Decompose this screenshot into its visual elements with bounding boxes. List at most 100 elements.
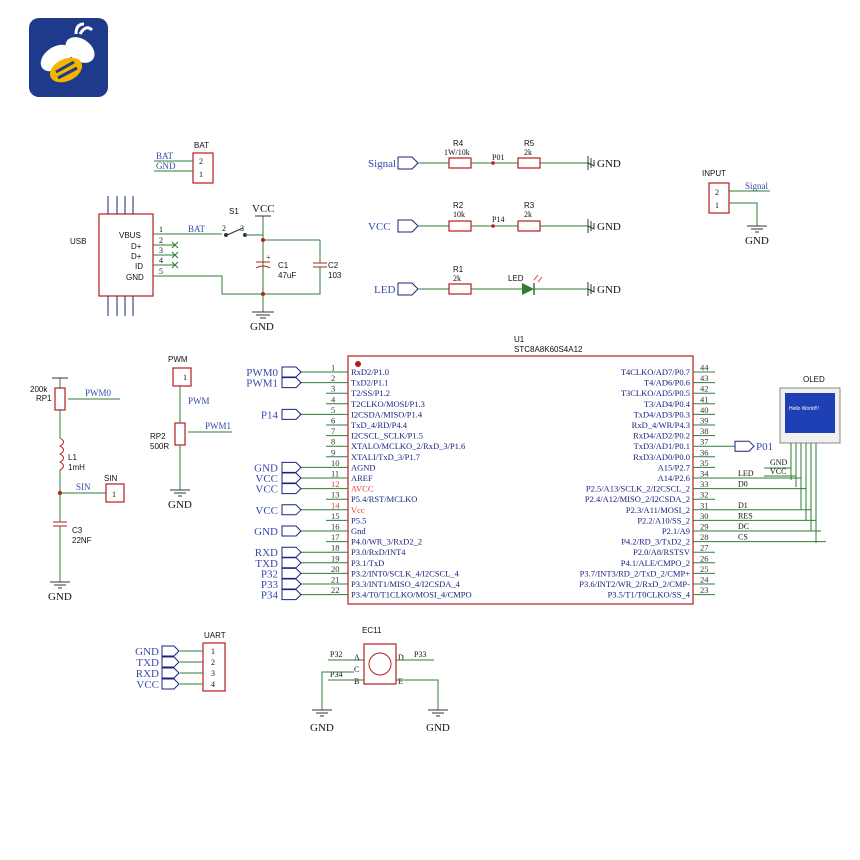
mcu-net-label: CS [738, 533, 748, 542]
sin-pin: 1 [112, 490, 116, 499]
mcu-pin-label: P5.5 [351, 515, 366, 525]
mcu-pin-label: AVCC [351, 484, 374, 494]
mcu-pin-label: RxD3/AD0/P0.0 [633, 452, 690, 462]
mcu-pin-label: P3.7/INT3/RD_2/TxD_2/CMP+ [580, 568, 691, 578]
pwm-ref: PWM [168, 355, 188, 364]
mcu-pin-label: P3.2/INT0/SCLK_4/I2CSCL_4 [351, 568, 460, 578]
mcu-pin-label: P5.4/RST/MCLKO [351, 494, 417, 504]
mcu-net-label: P32 [261, 568, 278, 580]
rp1-net: PWM0 [85, 388, 112, 398]
mcu-pin-label: RxD_4/WR/P4.3 [632, 420, 690, 430]
gnd-label-input: GND [745, 235, 769, 247]
r5-value: 2k [524, 148, 532, 157]
mcu-pin-number: 37 [700, 437, 709, 447]
mcu-pin-number: 31 [700, 500, 709, 510]
mcu-pin-number: 33 [700, 479, 709, 489]
r4-ref: R4 [453, 139, 464, 148]
r2-value: 10k [453, 210, 465, 219]
mcu-net-label: P14 [261, 409, 279, 421]
input-net: Signal [745, 181, 769, 191]
uart-net-label: VCC [136, 679, 159, 691]
gnd-label-chain1: GND [597, 158, 621, 170]
mcu-pin-number: 16 [331, 522, 340, 532]
mcu-net-label: D1 [738, 501, 748, 510]
r3-value: 2k [524, 210, 532, 219]
ec11-pin-b: B [354, 677, 359, 686]
rp2-value: 500R [150, 442, 169, 451]
mcu-pin-label: TxD3/AD1/P0.1 [634, 441, 690, 451]
c3-value: 22NF [72, 536, 92, 545]
s1-pin-2: 2 [222, 224, 226, 233]
mcu-pin-label: P2.3/A11/MOSI_2 [626, 505, 690, 515]
input-pin-2: 2 [715, 188, 719, 197]
mcu-pin-label: A15/P2.7 [658, 462, 690, 472]
oled-net-vcc: VCC [770, 467, 786, 476]
uart-net-label: RXD [136, 668, 159, 680]
mcu-pin-label: AGND [351, 462, 376, 472]
c1-plus: + [266, 253, 271, 262]
ec11-net-p34: P34 [330, 670, 342, 679]
bat-net-gnd: GND [156, 161, 176, 171]
mcu-pin-number: 9 [331, 447, 335, 457]
c2-value: 103 [328, 271, 342, 280]
mcu-net-label: RXD [255, 547, 278, 559]
mcu-pin-label: P3.6/INT2/WR_2/RxD_2/CMP- [579, 579, 690, 589]
bee-logo-icon [29, 18, 108, 97]
mcu-net-label: GND [254, 462, 278, 474]
usb-pin-num-1: 1 [159, 225, 163, 234]
mcu-pin-label: T3/AD4/P0.4 [644, 399, 691, 409]
net-port-icon [161, 656, 180, 668]
sin-connector: SIN 1 [104, 474, 125, 503]
mcu-pin-number: 34 [700, 469, 709, 479]
usb-pin-num-5: 5 [159, 267, 163, 276]
mcu-pin-number: 26 [700, 553, 709, 563]
net-port-icon [281, 472, 302, 484]
mcu-pin-label: P4.0/WR_3/RxD2_2 [351, 537, 422, 547]
mcu-pin-label: I2CSCL_SCLK/P1.5 [351, 431, 423, 441]
uart-net-label: TXD [136, 657, 159, 669]
mcu-pin-number: 11 [331, 469, 339, 479]
net-port-icon [281, 589, 302, 601]
oled-screen-text: Hello World!!! [789, 406, 819, 412]
mcu-pin-number: 30 [700, 511, 709, 521]
mcu-pin-label: T4/AD6/P0.6 [644, 378, 690, 388]
pwm-pin: 1 [183, 373, 187, 382]
s1-ref: S1 [229, 207, 239, 216]
chain1-port: Signal [368, 158, 396, 170]
chain1-net: P01 [492, 153, 504, 162]
bat-pin-1: 1 [199, 170, 203, 179]
rp1-potentiometer: 200k RP1 PWM0 L1 1mH SIN C3 22NF GND [30, 377, 120, 603]
mcu-pin-number: 25 [700, 564, 709, 574]
net-port-icon [161, 678, 180, 690]
net-port-icon [281, 408, 302, 420]
mcu-pin-number: 21 [331, 575, 340, 585]
mcu-pin-label: RxD4/AD2/P0.2 [633, 431, 690, 441]
net-port-icon [281, 557, 302, 569]
mcu-pin-number: 43 [700, 373, 709, 383]
bat-ref: BAT [194, 141, 209, 150]
mcu-pin-label: RxD2/P1.0 [351, 367, 389, 377]
mcu-pin-number: 4 [331, 394, 336, 404]
chain2-port: VCC [368, 221, 391, 233]
uart-ref: UART [204, 631, 226, 640]
mcu-net-label: DC [738, 522, 749, 531]
usb-pin-dp1: D+ [131, 242, 142, 251]
net-port-icon [281, 578, 302, 590]
usb-pin-num-3: 3 [159, 246, 163, 255]
net-port-icon [281, 504, 302, 516]
mcu-pin-label: AREF [351, 473, 373, 483]
oled-ref: OLED [803, 375, 825, 384]
mcu-pin-number: 40 [700, 405, 709, 415]
usb-net-bat: BAT [188, 224, 206, 234]
mcu-pin-label: P2.5/A13/SCLK_2/I2CSCL_2 [586, 484, 690, 494]
mcu-pin-number: 6 [331, 416, 335, 426]
mcu-pin-label: T2CLKO/MOSI/P1.3 [351, 399, 425, 409]
net-port-icon [281, 483, 302, 495]
net-port-icon [281, 525, 302, 537]
bat-net-bat: BAT [156, 151, 174, 161]
oled-screen [785, 393, 835, 433]
net-port-icon [281, 546, 302, 558]
